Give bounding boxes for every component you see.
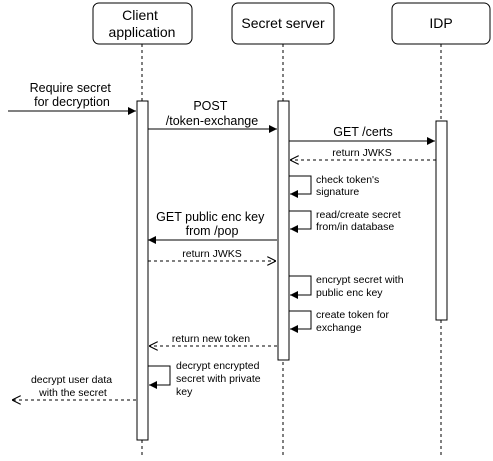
client-activation	[136, 100, 149, 441]
idp-activation	[435, 120, 448, 321]
server-activation	[277, 100, 290, 361]
message-decrypt-user-data: decrypt user data with the secret	[12, 374, 136, 400]
svg-text:decrypt encrypted secret: decrypt encrypted secret with private ke…	[176, 360, 264, 398]
svg-text:GET /certs: GET /certs	[333, 125, 393, 139]
message-get-public-enc-key: GET public enc key from /pop	[148, 210, 277, 244]
message-get-certs: GET /certs	[289, 125, 435, 145]
svg-text:GET public enc key from: GET public enc key from /pop	[156, 210, 268, 238]
svg-text:return JWKS: return JWKS	[182, 248, 242, 260]
svg-text:decrypt user data with t: decrypt user data with the secret	[31, 374, 115, 399]
message-decrypt-secret: decrypt encrypted secret with private ke…	[148, 360, 264, 398]
svg-text:check token's signature: check token's signature	[316, 174, 382, 198]
message-post-token-exchange: POST /token-exchange	[148, 99, 277, 133]
actor-idp: IDP	[391, 2, 491, 45]
svg-text:create token for exchang: create token for exchange	[316, 309, 392, 334]
message-encrypt-secret: encrypt secret with public enc key	[289, 274, 406, 299]
svg-text:POST /token-exchange: POST /token-exchange	[166, 99, 258, 128]
message-return-new-token: return new token	[149, 333, 277, 346]
svg-text:return JWKS: return JWKS	[332, 147, 392, 159]
message-check-signature: check token's signature	[289, 174, 382, 198]
svg-text:return new token: return new token	[172, 333, 250, 345]
actor-server-label: Secret server	[241, 15, 325, 31]
svg-text:encrypt secret with publ: encrypt secret with public enc key	[316, 274, 406, 299]
actor-client: Client application	[92, 2, 193, 45]
actor-server: Secret server	[231, 2, 335, 45]
message-read-create-secret: read/create secret from/in database	[289, 209, 404, 233]
actor-client-label: Client application	[109, 7, 176, 40]
svg-text:read/create secret from/: read/create secret from/in database	[316, 209, 404, 233]
message-create-token: create token for exchange	[289, 309, 392, 334]
actor-idp-label: IDP	[429, 15, 452, 31]
message-require-secret: Require secret for decryption	[8, 81, 136, 115]
message-return-jwks-client: return JWKS	[148, 248, 276, 261]
svg-text:Require secret for decry: Require secret for decryption	[30, 81, 115, 109]
message-return-jwks-idp: return JWKS	[290, 147, 436, 160]
